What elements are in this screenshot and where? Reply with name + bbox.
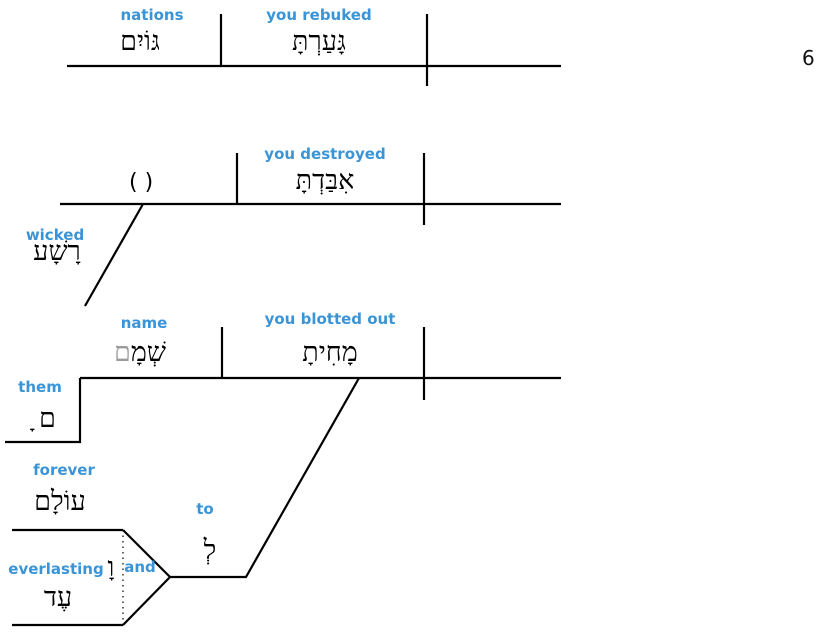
hebrew-you-rebuked: גָּעַרְתָּ	[292, 26, 346, 57]
gloss-to: to	[196, 500, 214, 518]
implied-subject: ( )	[129, 170, 154, 195]
gloss-them: them	[18, 378, 62, 396]
gloss-everlasting: everlasting	[8, 560, 104, 578]
hebrew-nations: גּוֹיִם	[120, 26, 160, 57]
hebrew-wicked: רָשָׁע	[33, 236, 81, 267]
hebrew-name: שְׁמָם	[114, 337, 166, 368]
gloss-name: name	[120, 314, 168, 332]
gloss-wicked: wicked	[25, 226, 85, 244]
possessor-step	[5, 378, 82, 444]
ghost-suffix: ם	[114, 337, 131, 368]
gloss-you-rebuked: you rebuked	[266, 6, 372, 24]
compound-join	[122, 529, 172, 626]
hebrew-you-blotted-out: מָחִיתָ	[302, 337, 358, 368]
hebrew-everlasting: עֶד	[43, 582, 73, 613]
hebrew-them: ם ָ	[32, 403, 56, 434]
hebrew-to: לְ	[203, 535, 217, 566]
hebrew-forever: עוֹלָם	[34, 486, 86, 517]
gloss-and: and	[124, 558, 156, 576]
prep-line	[170, 377, 360, 579]
hebrew-and: וָ	[107, 552, 115, 583]
gloss-nations: nations	[120, 6, 184, 24]
modifier-slant-2	[84, 203, 144, 307]
gloss-you-destroyed: you destroyed	[264, 145, 386, 163]
verse-number: 6	[802, 46, 815, 70]
gloss-forever: forever	[33, 461, 95, 479]
gloss-you-blotted-out: you blotted out	[264, 310, 396, 328]
hebrew-you-destroyed: אִבַּדְתָּ	[295, 165, 355, 196]
